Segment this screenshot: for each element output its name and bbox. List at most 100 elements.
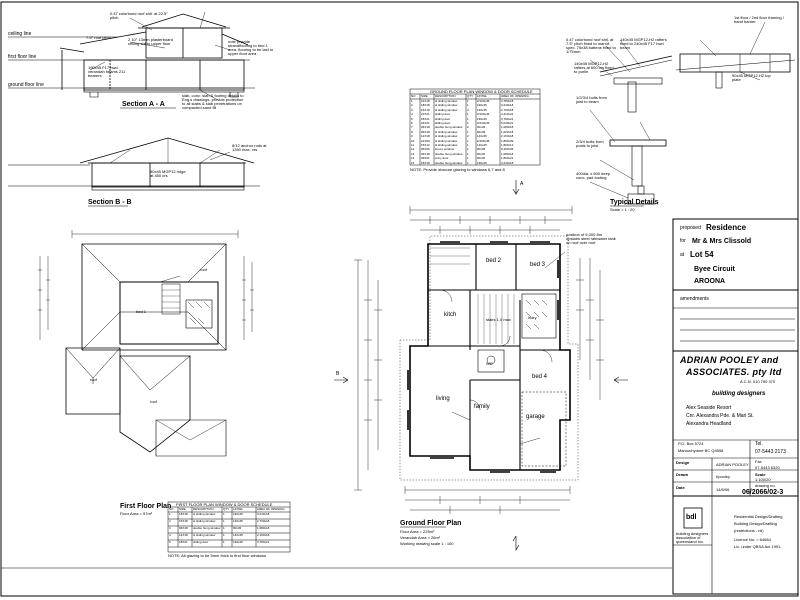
schedule-cell: 2,700x18 [257,519,270,523]
detail-note-bolts-joist: 1/2/3/4 bolts from joist to beam [576,95,607,104]
schedule-cell: 140x45 [477,107,487,112]
schedule-cell: 06X18 [421,151,430,156]
schedule-cell: sl sliding window [435,99,458,103]
schedule-cell: sl sliding window [435,107,458,112]
schedule-cell: 1,080x18 [501,151,514,156]
schedule-cell: 5,040x21 [501,121,514,125]
verandah-area: Verandah Area = 26m² [400,535,441,540]
schedule-cell: 06X06 [421,147,430,152]
schedule-header-cell: NO [169,507,174,511]
schedule-cell: entry door [435,156,449,161]
ground-floor-line-label: ground floor line [8,82,44,88]
detail-note-rafters-beam: 140x45 MGP12-H2 rafters fixed to 240x45 … [620,37,667,50]
detail-note-framing: 1st floor / 2nd floor framing / hand bar… [734,15,784,24]
title-block-grid [672,218,799,595]
schedule-cell: sl sliding window [435,103,458,108]
schedule-cell: 140x45 [233,533,243,537]
schedule-header-cell: LINTEL [477,94,488,98]
schedule-cell: 9 [411,134,413,139]
room-family-label: family [474,404,490,410]
verandah-beams-note: 190x45 F17 hwd verandah beams 211 bearer… [88,65,126,78]
schedule-cell: 1,800x12 [501,143,514,147]
schedule-cell: 4 [411,112,413,117]
ceiling-line-label: ceiling line [8,31,32,37]
service-line1: Residential Design/Drafting [734,514,783,519]
schedule-cell: 09X18 [421,129,430,134]
po-box: P.O. Box 5724 [678,441,704,446]
suburb-name: AROONA [694,278,726,285]
schedule-header-cell: QTY [467,94,474,98]
typical-details-scale: Scale = 1 : 20 [610,207,635,212]
schedule-header-cell: AREA OF OPENING [501,94,529,98]
schedule-cell: 2/190x45 [477,138,490,143]
first-floor-schedule-grid [167,501,291,553]
schedule-cell: sliding door [193,540,209,544]
ridge-note: 90x45 MGP12 ridge at 450 crs [150,169,186,178]
first-floor-bed-label: bed 1 [136,309,147,314]
schedule-cell: 12X18 [421,134,430,139]
design-value: ADRIAN POOLEY [716,462,749,467]
schedule-cell: 1 [223,540,225,544]
schedule-cell: 1 [467,160,469,165]
schedule-cell: 90x45 [477,151,486,156]
section-marker-b: B [336,371,340,377]
detail-note-rafters: 140x45 MGP12-H2 rafters at 600 crs fixed… [574,61,614,74]
schedule-cell: 3 [467,107,469,112]
schedule-cell: double hung window [435,151,463,156]
schedule-cell: 09X21 [421,156,430,161]
plasterboard-note: 2 10° 13mm plasterboard ceiling sht to u… [128,37,173,46]
firm-name-line1: ADRIAN POOLEY and [680,355,779,365]
detail-note-footing: 400dia. x 600 deep conc. pad footing [576,171,611,180]
schedule-header-cell: AREA OF OPENING [257,507,285,511]
schedule-cell: 2/240x45 [477,121,490,125]
schedule-cell: 3,240x18 [501,160,514,165]
drawn-value: t/pooley [716,474,731,479]
firm-name-line2: ASSOCIATES. pty ltd [686,367,782,377]
schedule-cell: 14 [411,156,415,161]
schedule-cell: 1 [467,143,469,147]
schedule-cell: sl sliding window [435,138,458,143]
schedule-cell: sliding door [435,116,451,121]
ground-schedule-title: GROUND FLOOR PLAN WINDOW & DOOR SCHEDULE [430,89,533,94]
first-schedule-title: FIRST FLOOR PLAN WINDOW & DOOR SCHEDULE [176,502,273,507]
schedule-cell: 21X21 [421,112,430,117]
schedule-header-cell: QTY [223,507,230,511]
schedule-cell: 15X18 [179,519,188,523]
schedule-header-cell: DESCRIPTION [193,507,214,511]
anchor-rods-note: 8/12 anchor rods at 1350 max. crs. [232,143,267,152]
roof-label-1: roof [200,267,207,272]
date-label: Date [676,485,685,490]
schedule-cell: 1,890x09 [501,138,514,143]
office-line1: Alex Seaside Resort [686,405,732,411]
proposed-label: proposed [680,225,701,231]
schedule-cell: 2/190x45 [477,99,490,103]
schedule-cell: 190x45 [477,103,487,108]
schedule-header-cell: LINTEL [233,507,244,511]
design-label: Design [676,460,690,465]
schedule-cell: 1 [411,99,413,103]
project-name: Residence [706,223,747,232]
ground-floor-plan-title: Ground Floor Plan [400,520,462,527]
schedule-cell: 1 [467,112,469,117]
at-label: at [680,252,685,258]
schedule-cell: 4,410x21 [501,112,514,117]
drawing-number: 06/2066/02-3 [742,489,784,496]
schedule-cell: 5 [411,116,413,121]
schedule-cell: 1,620x18 [501,129,514,134]
working-scale: Working drawing scale 1 : 100 [400,541,454,546]
schedule-cell: 1 [223,519,225,523]
schedule-cell: 1 [467,129,469,134]
schedule-cell: 2,700x18 [501,107,514,112]
roof-label-2: roof [90,377,97,382]
schedule-cell: 1 [467,99,469,103]
first-floor-plan-drawing [38,230,254,457]
schedule-cell: 140x45 [477,143,487,147]
detail-note-bolts-posts: 2/3/4 bolts from posts to joist [576,139,604,148]
schedule-cell: 1 [223,533,225,537]
schedule-cell: 15 [411,160,415,165]
lot-number: Lot 54 [690,250,714,259]
schedule-cell: 2 [411,103,413,108]
schedule-cell: 11 [411,143,415,147]
roof-pitch-note: 7.5° roof pitch [86,35,111,40]
